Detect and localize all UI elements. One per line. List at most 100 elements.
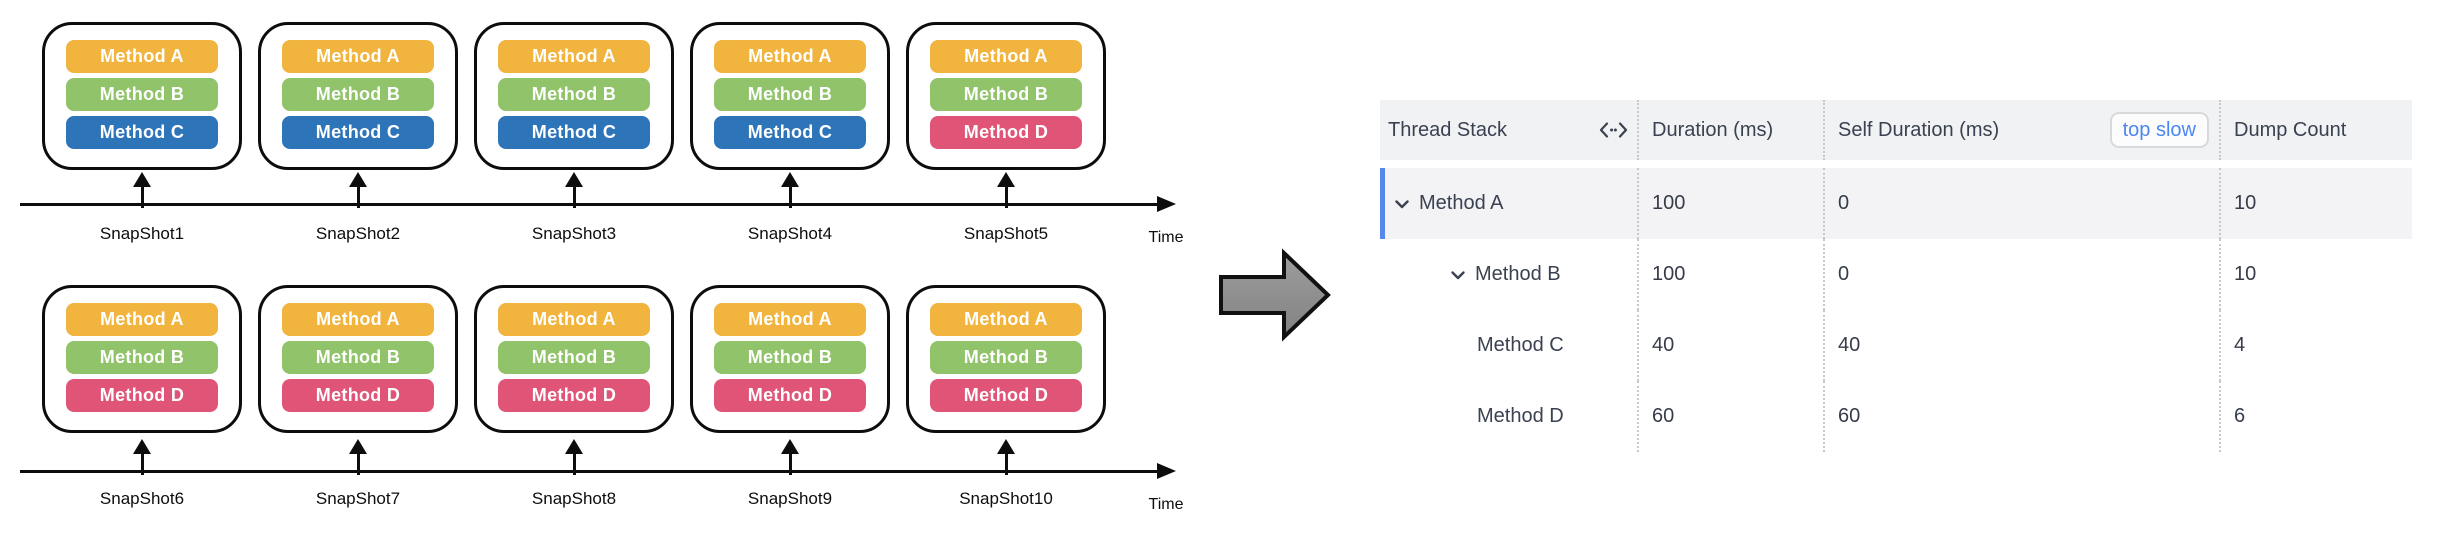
thread-stack-table: Thread Stack Duration (ms) Self Duration…	[1380, 100, 2412, 452]
dump-count-value: 4	[2234, 334, 2246, 356]
timeline-tick-arrow	[565, 172, 583, 208]
chevron-down-icon[interactable]	[1392, 194, 1412, 214]
chevron-down-icon[interactable]	[1448, 265, 1468, 285]
timeline-tick-arrow	[133, 439, 151, 475]
time-axis-label: Time	[1148, 229, 1184, 246]
snapshot-box: Method A Method B Method C	[690, 22, 890, 170]
transform-arrow-icon	[1219, 248, 1331, 342]
snapshot-box: Method A Method B Method D	[258, 285, 458, 433]
method-chip: Method A	[930, 40, 1082, 73]
duration-value: 100	[1652, 192, 1686, 214]
method-chip: Method D	[282, 379, 434, 412]
method-name: Method C	[1477, 334, 1564, 356]
method-chip: Method C	[498, 116, 650, 149]
method-chip: Method A	[498, 40, 650, 73]
method-chip: Method A	[498, 303, 650, 336]
column-header-label: Duration (ms)	[1652, 118, 1774, 141]
table-row-method-b[interactable]: Method B 100 0 10	[1380, 239, 2412, 310]
snapshot-box: Method A Method B Method C	[258, 22, 458, 170]
self-duration-value: 60	[1838, 405, 1861, 427]
method-chip: Method D	[930, 116, 1082, 149]
snapshot-box: Method A Method B Method D	[690, 285, 890, 433]
snapshot-label: SnapShot3	[531, 224, 617, 243]
column-header-dump-count: Dump Count	[2221, 100, 2412, 160]
snapshot-box: Method A Method B Method D	[474, 285, 674, 433]
snapshot-label: SnapShot1	[99, 224, 185, 243]
method-chip: Method B	[930, 78, 1082, 111]
snapshot-box: Method A Method B Method D	[906, 22, 1106, 170]
duration-value: 100	[1652, 263, 1686, 285]
timeline-axis	[20, 203, 1158, 206]
method-chip: Method C	[66, 116, 218, 149]
timeline-tick-arrow	[133, 172, 151, 208]
method-chip: Method B	[282, 78, 434, 111]
timeline-axis-arrowhead	[1157, 196, 1176, 212]
snapshot-label: SnapShot4	[747, 224, 833, 243]
method-chip: Method C	[282, 116, 434, 149]
column-header-label: Dump Count	[2234, 118, 2347, 141]
timeline-tick-arrow	[997, 439, 1015, 475]
table-body: Method A 100 0 10 Method B 100 0	[1380, 168, 2412, 452]
method-chip: Method A	[66, 303, 218, 336]
dump-count-value: 10	[2234, 263, 2257, 285]
table-row-method-d[interactable]: Method D 60 60 6	[1380, 381, 2412, 452]
method-chip: Method A	[714, 40, 866, 73]
selected-row-indicator	[1380, 168, 1385, 239]
method-chip: Method B	[498, 78, 650, 111]
method-name: Method D	[1477, 405, 1564, 427]
timeline-tick-arrow	[349, 172, 367, 208]
snapshot-label: SnapShot7	[315, 489, 401, 508]
duration-value: 60	[1652, 405, 1675, 427]
method-chip: Method B	[66, 78, 218, 111]
self-duration-value: 0	[1838, 192, 1850, 214]
table-header-row: Thread Stack Duration (ms) Self Duration…	[1380, 100, 2412, 160]
time-axis-label: Time	[1148, 496, 1184, 513]
method-chip: Method C	[714, 116, 866, 149]
method-chip: Method A	[282, 303, 434, 336]
snapshot-label: SnapShot2	[315, 224, 401, 243]
column-resize-icon[interactable]	[1598, 121, 1629, 139]
method-chip: Method A	[66, 40, 218, 73]
snapshot-box: Method A Method B Method C	[474, 22, 674, 170]
method-chip: Method A	[714, 303, 866, 336]
method-chip: Method B	[282, 341, 434, 374]
snapshot-label: SnapShot10	[959, 489, 1053, 508]
method-chip: Method A	[282, 40, 434, 73]
timeline-tick-arrow	[997, 172, 1015, 208]
method-chip: Method D	[498, 379, 650, 412]
snapshot-box: Method A Method B Method D	[906, 285, 1106, 433]
timeline-tick-arrow	[349, 439, 367, 475]
snapshot-box: Method A Method B Method D	[42, 285, 242, 433]
column-header-duration: Duration (ms)	[1639, 100, 1825, 160]
dump-count-value: 10	[2234, 192, 2257, 214]
snapshot-label: SnapShot6	[99, 489, 185, 508]
snapshot-label: SnapShot9	[747, 489, 833, 508]
snapshot-box: Method A Method B Method C	[42, 22, 242, 170]
method-name: Method A	[1419, 192, 1504, 214]
column-header-label: Thread Stack	[1388, 118, 1507, 141]
method-chip: Method B	[714, 341, 866, 374]
top-slow-button[interactable]: top slow	[2109, 112, 2209, 148]
timeline-tick-arrow	[565, 439, 583, 475]
table-row-method-a[interactable]: Method A 100 0 10	[1380, 168, 2412, 239]
timeline-axis	[20, 470, 1158, 473]
method-chip: Method B	[714, 78, 866, 111]
self-duration-value: 40	[1838, 334, 1861, 356]
method-chip: Method B	[930, 341, 1082, 374]
method-name: Method B	[1475, 263, 1561, 285]
timeline-axis-arrowhead	[1157, 463, 1176, 479]
column-header-thread-stack: Thread Stack	[1380, 100, 1639, 160]
snapshot-label: SnapShot5	[963, 224, 1049, 243]
self-duration-value: 0	[1838, 263, 1850, 285]
method-chip: Method B	[66, 341, 218, 374]
column-header-label: Self Duration (ms)	[1838, 118, 2000, 141]
method-chip: Method D	[66, 379, 218, 412]
duration-value: 40	[1652, 334, 1675, 356]
snapshot-label: SnapShot8	[531, 489, 617, 508]
timeline-tick-arrow	[781, 439, 799, 475]
table-row-method-c[interactable]: Method C 40 40 4	[1380, 310, 2412, 381]
method-chip: Method D	[714, 379, 866, 412]
dump-count-value: 6	[2234, 405, 2246, 427]
timeline-tick-arrow	[781, 172, 799, 208]
